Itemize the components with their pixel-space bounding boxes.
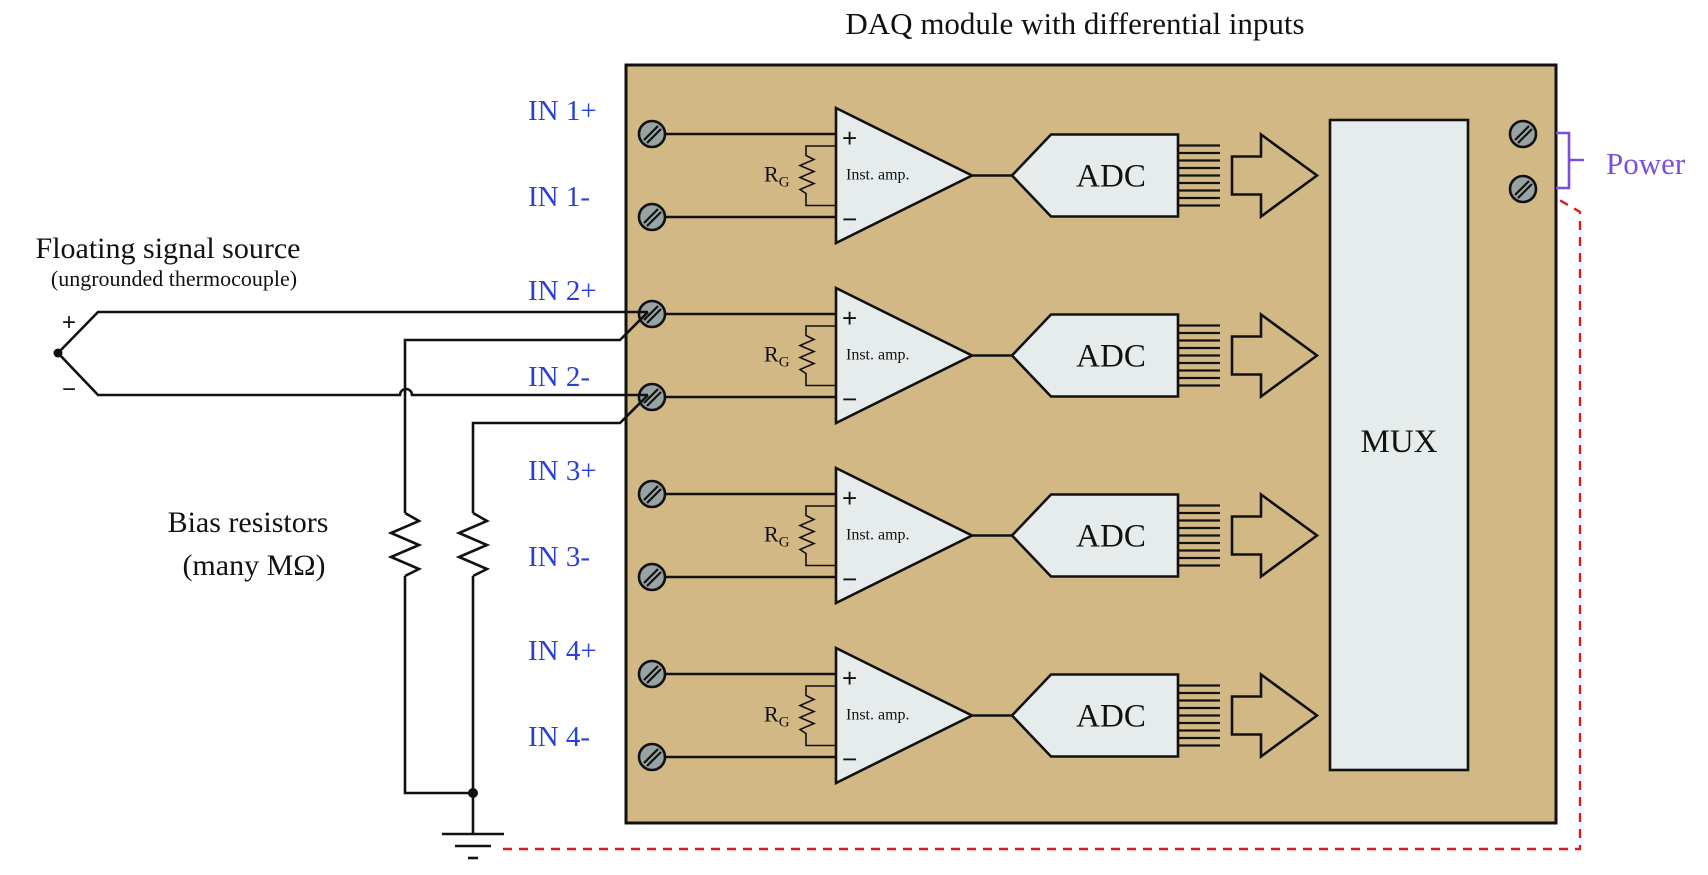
channel-1-rg-label: RG [764,162,790,191]
bias-wire-plus-down [403,576,473,795]
bias-network: Bias resistors (many MΩ) [168,196,1582,860]
channel-3-arrow-icon [1230,491,1320,580]
power-bracket [1556,131,1584,190]
diagram-title: DAQ module with differential inputs [845,6,1304,41]
channel-2-arrow-icon [1230,311,1320,400]
amp-plus: + [842,303,857,333]
channel-2-rg-label: RG [764,342,790,371]
channel-4-minus-terminal[interactable] [637,742,667,772]
channel-1-input-wires [652,132,836,219]
channel-1-amp-label: Inst. amp. [846,167,910,184]
rg-sub: G [779,175,790,191]
rg-sub: G [779,535,790,551]
channel-3-minus-terminal[interactable] [637,562,667,592]
channel-2-amp-label: Inst. amp. [846,347,910,364]
channel-1: IN 1+ IN 1- RG + − Inst. amp. ADC [528,95,1320,246]
channel-3-amp-label: Inst. amp. [846,527,910,544]
channel-4-inst-amp [834,645,975,786]
amp-plus: + [842,123,857,153]
channel-2-rg-resistor [797,325,836,387]
channel-2-data-bus [1178,324,1220,387]
channel-4-amp-label: Inst. amp. [846,707,910,724]
channel-1-minus-label: IN 1- [528,181,590,213]
ground-icon [442,832,504,860]
channel-1-minus-terminal[interactable] [637,202,667,232]
channel-3-inst-amp [834,465,975,606]
bias-label-2: (many MΩ) [182,549,325,582]
channel-3-plus-terminal[interactable] [637,479,667,509]
channel-2: IN 2+ IN 2- RG + − Inst. amp. ADC [528,275,1320,426]
channel-2-plus-label: IN 2+ [528,275,597,307]
channel-2-minus-label: IN 2- [528,361,590,393]
mux-label: MUX [1360,424,1437,460]
rg-main: R [764,522,779,547]
channel-4-plus-terminal[interactable] [637,659,667,689]
bias-wire-plus [403,311,649,513]
channel-1-rg-resistor [797,145,836,207]
channel-2-inst-amp [834,285,975,426]
rg-main: R [764,702,779,727]
amp-minus: − [842,564,857,594]
channel-4-data-bus [1178,684,1220,747]
channel-4-input-wires [652,672,836,759]
amp-minus: − [842,204,857,234]
channel-3: IN 3+ IN 3- RG + − Inst. amp. ADC [528,455,1320,606]
channel-2-minus-terminal[interactable] [637,382,667,412]
ground-node [468,788,478,798]
channel-4-minus-label: IN 4- [528,721,590,753]
bias-label-1: Bias resistors [168,506,329,539]
channel-4-arrow-icon [1230,671,1320,760]
channel-3-input-wires [652,492,836,579]
channel-1-data-bus [1178,144,1220,207]
channel-4-rg-resistor [797,685,836,747]
rg-main: R [764,342,779,367]
channel-1-adc-label: ADC [1076,159,1146,195]
channel-1-arrow-icon [1230,131,1320,220]
amp-plus: + [842,663,857,693]
power-terminal-2[interactable] [1508,174,1538,204]
channel-2-input-wires [652,312,836,399]
rg-sub: G [779,355,790,371]
power-label: Power [1606,146,1686,181]
bias-wire-minus [471,394,649,513]
channel-3-rg-resistor [797,505,836,567]
ground-dash-line [503,196,1582,851]
bias-resistor-1 [387,511,423,578]
channel-1-plus-terminal[interactable] [637,119,667,149]
source-title: Floating signal source [36,232,301,265]
channel-3-minus-label: IN 3- [528,541,590,573]
channel-3-plus-label: IN 3+ [528,455,597,487]
channel-2-adc-label: ADC [1076,339,1146,375]
source-plus: + [62,309,76,336]
channel-3-data-bus [1178,504,1220,567]
channel-1-inst-amp [834,105,975,246]
channel-4-rg-label: RG [764,702,790,731]
channel-4: IN 4+ IN 4- RG + − Inst. amp. ADC [528,635,1320,786]
bias-resistor-2 [455,511,491,578]
amp-plus: + [842,483,857,513]
channel-2-plus-terminal[interactable] [637,299,667,329]
channel-3-adc-label: ADC [1076,519,1146,555]
channel-4-plus-label: IN 4+ [528,635,597,667]
channel-3-rg-label: RG [764,522,790,551]
thermocouple-plus-wire [57,310,648,354]
rg-sub: G [779,715,790,731]
source-subtitle: (ungrounded thermocouple) [51,266,297,291]
amp-minus: − [842,384,857,414]
channel-4-adc-label: ADC [1076,699,1146,735]
channel-1-plus-label: IN 1+ [528,95,597,127]
power-terminals: Power [1508,119,1686,204]
rg-main: R [764,162,779,187]
amp-minus: − [842,744,857,774]
mux-block: MUX [1328,118,1470,772]
power-terminal-1[interactable] [1508,119,1538,149]
source-minus: − [62,376,76,403]
